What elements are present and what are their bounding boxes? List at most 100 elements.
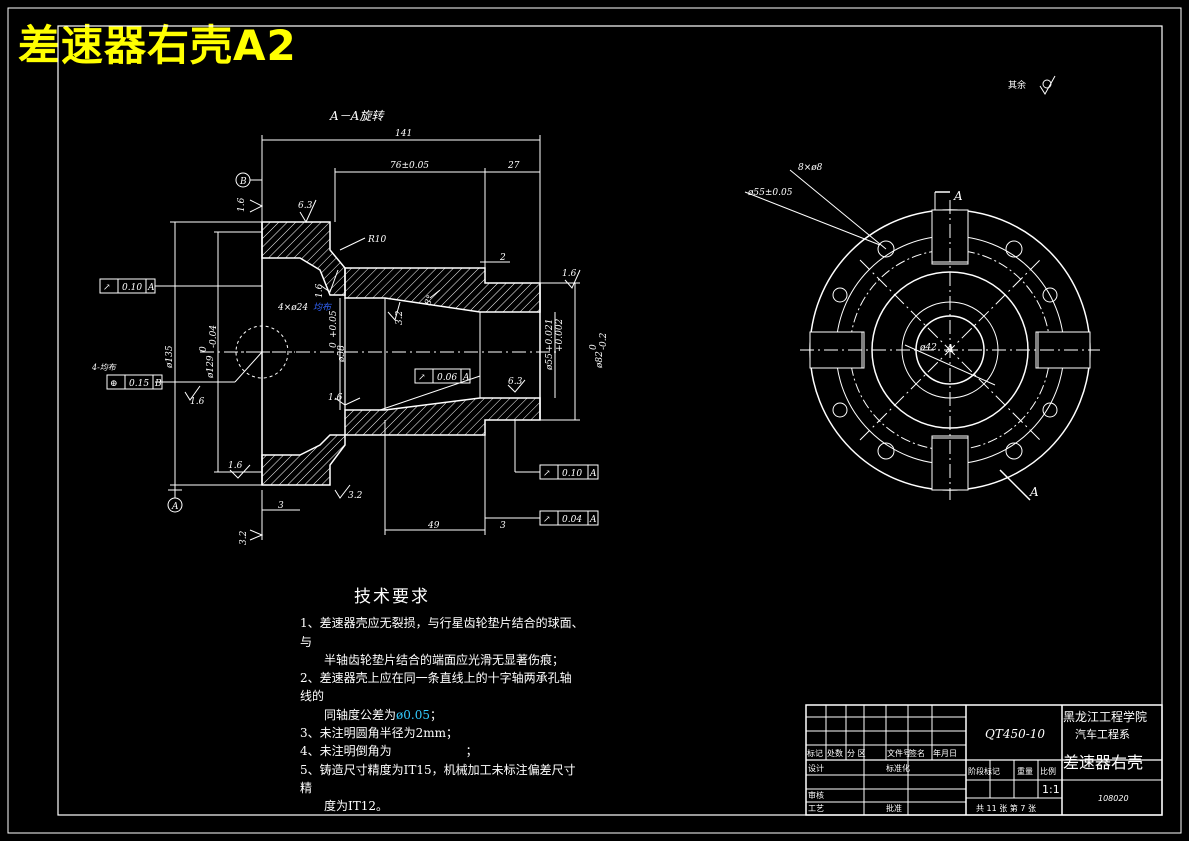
dim-r10: R10 (367, 235, 387, 245)
tech-line-1b: 与 (300, 634, 313, 649)
tech-line-7b: 精 (300, 780, 313, 795)
ft3-sym: ↗ (418, 373, 426, 383)
tech-requirements: 技术要求 1、差速器壳应无裂损，与行星齿轮垫片结合的球面、 与 半轴齿轮垫片结合… (300, 588, 640, 816)
ra-6-3-lower: 6.3 (508, 377, 523, 387)
tube-top-hatch (344, 267, 541, 313)
dim-holes: 4×ø24 (277, 303, 308, 313)
section-label: A－A旋转 (329, 109, 385, 123)
ft4-sym: ↗ (543, 469, 551, 479)
tech-line-6a: 4、未注明倒角为 (300, 744, 392, 759)
dim-55-circle: ø55±0.05 (747, 188, 793, 198)
dim-55: ø55 (545, 353, 555, 371)
tb-standard: 标准化 (886, 763, 910, 773)
tb-sheets: 共 11 张 第 7 张 (976, 803, 1036, 813)
title-block (805, 704, 1163, 816)
ra-1-6-left: 1.6 (237, 197, 247, 212)
ft1-val: 0.10 (122, 283, 142, 293)
tech-line-6: 4、未注明倒角为 ； (300, 742, 640, 760)
ra-1-6-right: 1.6 (562, 269, 577, 279)
tb-stage: 阶段标记 (968, 766, 1000, 776)
dim-8-holes: 8×ø8 (798, 163, 823, 173)
tech-line-4b: ø0.05 (396, 707, 430, 722)
ft4-datum: A (589, 469, 597, 479)
tech-line-1: 1、差速器壳应无裂损，与行星齿轮垫片结合的球面、 (300, 616, 584, 631)
ra-1-6-lower: 1.6 (190, 397, 205, 407)
dim-129-tol0: 0 (199, 346, 209, 352)
tolerance-frames (99, 278, 599, 526)
ft3-val: 0.06 (437, 373, 457, 383)
ra-6-3-top: 6.3 (298, 201, 313, 211)
ft2-sym: ⊕ (110, 379, 118, 389)
flange-bottom-hatch (261, 434, 346, 486)
dim-42: ø42 (919, 343, 937, 353)
ft3-datum: A (462, 373, 470, 383)
dim-3-left: 3 (278, 501, 284, 511)
tech-line-4: 同轴度公差为ø0.05； (300, 706, 640, 724)
flange-top-hatch (261, 221, 346, 296)
tb-department: 汽车工程系 (1075, 727, 1130, 741)
tb-scale: 1:1 (1042, 783, 1060, 796)
dim-58: ø58 (337, 345, 347, 363)
tb-weight: 重量 (1017, 766, 1033, 776)
datum-a: A (171, 502, 179, 512)
tech-line-5: 3、未注明圆角半径为2mm； (300, 726, 459, 741)
tb-review: 审核 (808, 790, 824, 800)
dim-141: 141 (395, 129, 412, 139)
tb-process: 工艺 (808, 804, 824, 813)
dim-55-tol-l: +0.002 (555, 318, 565, 352)
tech-line-4c: ； (429, 707, 442, 722)
view-mark-a-center: A (945, 342, 954, 355)
dim-2-top: 2 (499, 253, 506, 263)
tb-count: 处数 (827, 748, 843, 758)
front-view (744, 169, 1100, 501)
dim-55-tol-u: +0.021 (545, 319, 555, 352)
dim-49: 49 (427, 521, 440, 531)
dim-82-tol: -0.2 (599, 332, 609, 350)
ft2-note: 4-均布 (91, 363, 117, 372)
dim-135: ø135 (165, 345, 175, 369)
tb-date: 年月日 (933, 748, 957, 758)
tb-approve: 批准 (886, 803, 902, 813)
ft2-datum: B (154, 379, 162, 389)
ft1-sym: ↗ (103, 283, 111, 293)
ra-1-6-side: 1.6 (328, 393, 343, 403)
dim-58-tol0: 0 (329, 342, 339, 348)
tb-part-name: 差速器右壳 (1063, 753, 1143, 772)
ft5-sym: ↗ (543, 515, 551, 525)
page-title: 差速器右壳A2 (18, 21, 297, 70)
ra-3-2-corner: 3.2 (239, 530, 249, 545)
tb-school: 黑龙江工程学院 (1063, 709, 1147, 724)
ra-1-6-bottom: 1.6 (228, 461, 243, 471)
tech-line-8: 度为IT12。 (324, 799, 389, 814)
tech-line-3: 2、差速器壳上应在同一条直线上的十字轴两承孔轴 (300, 671, 572, 686)
tube-bottom-hatch (344, 397, 541, 436)
tech-line-2: 半轴齿轮垫片结合的端面应光滑无显著伤痕； (324, 652, 565, 667)
ft4-val: 0.10 (562, 469, 582, 479)
section-view (155, 135, 580, 540)
view-mark-a-bottom: A (1029, 485, 1039, 499)
ra-3-2-center: 3.2 (395, 310, 405, 325)
ra-3-2-bottom: 3.2 (348, 491, 363, 501)
tb-sign: 签名 (909, 748, 925, 758)
view-mark-a: A (953, 189, 963, 203)
ft1-datum: A (147, 283, 155, 293)
inner-border (57, 25, 1163, 816)
outer-border (7, 7, 1182, 834)
dim-3-bottom: 3 (500, 521, 506, 531)
tb-zone: 分 区 (847, 749, 866, 758)
tech-line-3b: 线的 (300, 689, 325, 704)
tech-line-4a: 同轴度公差为 (324, 707, 397, 722)
tech-line-7: 5、铸造尺寸精度为IT15，机械加工未标注偏差尺寸 (300, 762, 576, 777)
tb-drawing-no: 108020 (1098, 794, 1129, 803)
tb-mark: 标记 (807, 748, 823, 758)
dim-angle: 8° (423, 294, 436, 307)
datum-b: B (239, 177, 247, 187)
tech-line-6b: ； (465, 744, 478, 759)
ra-other: 其余 (1008, 79, 1026, 91)
ft2-val: 0.15 (129, 379, 149, 389)
tb-ratio: 比例 (1040, 766, 1056, 776)
dim-27: 27 (507, 161, 520, 171)
dim-82-tol0: 0 (589, 344, 599, 350)
dim-holes-note: 均布 (313, 302, 333, 313)
